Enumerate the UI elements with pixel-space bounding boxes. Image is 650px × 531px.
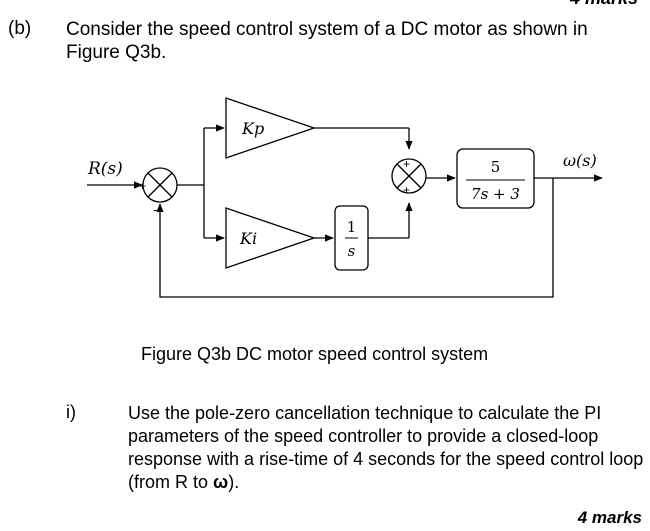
question-label: (b): [8, 18, 32, 39]
input-label: R(s): [87, 159, 123, 179]
kp-label: Kp: [241, 119, 264, 138]
subquestion-omega: ω: [213, 472, 229, 492]
marks-label: 4 marks: [577, 508, 642, 527]
output-label: ω(s): [563, 151, 597, 170]
question-text: Consider the speed control system of a D…: [66, 19, 588, 63]
sum1-minus-sign: -: [153, 202, 157, 217]
sum2-plus-bottom-sign: +: [403, 183, 410, 197]
subquestion-body: Use the pole-zero cancellation technique…: [128, 403, 644, 492]
subquestion-label: i): [66, 402, 76, 422]
sum2-plus-top-sign: +: [403, 157, 410, 171]
kp-gain-block: [225, 97, 317, 159]
summing-junction-2: [391, 158, 427, 194]
feedback-path: [156, 178, 554, 298]
integrator-numerator: 1: [347, 218, 357, 236]
ki-label: Ki: [239, 229, 257, 248]
subquestion-end: ).: [228, 472, 240, 492]
plant-numerator: 5: [491, 158, 501, 176]
subquestion-text: Use the pole-zero cancellation technique…: [128, 402, 648, 494]
integrator-denominator: s: [348, 242, 356, 260]
previous-marks-partial: 4 marks: [570, 0, 638, 9]
ki-gain-block: [225, 207, 317, 269]
figure-caption: Figure Q3b DC motor speed control system: [141, 344, 489, 364]
plant-denominator: 7s + 3: [471, 185, 520, 203]
sum1-plus-sign: +: [139, 179, 146, 193]
summing-junction-1: [142, 167, 178, 203]
